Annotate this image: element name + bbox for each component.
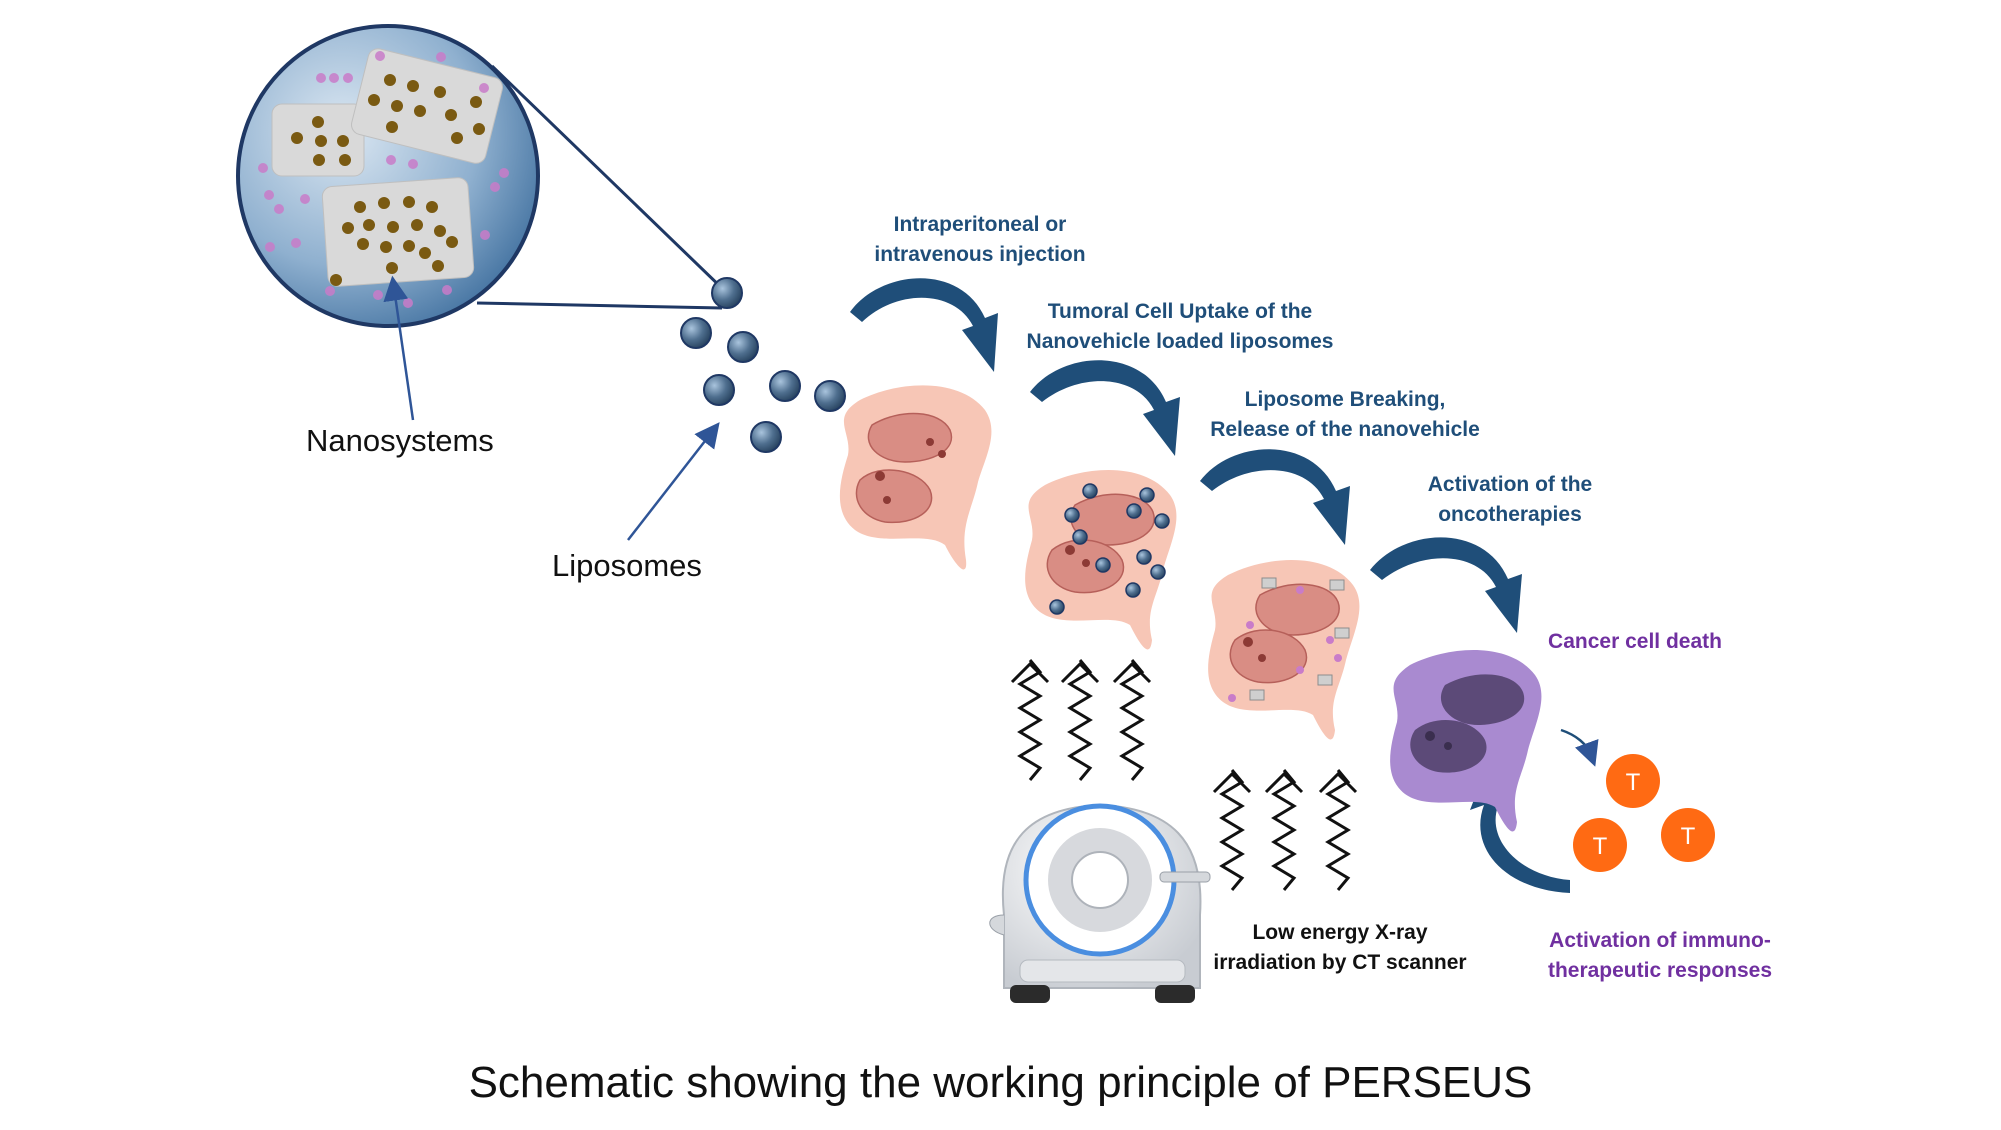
xray-wave-arrow-icon <box>1060 659 1100 781</box>
step-release-label: Liposome Breaking, Release of the nanove… <box>1190 385 1500 446</box>
immuno-line1: Activation of immuno- <box>1549 929 1771 952</box>
small-arrow-icon <box>1560 728 1599 767</box>
step-activation-line1: Activation of the <box>1427 473 1593 496</box>
liposome-sphere-icon <box>680 317 712 349</box>
curved-arrow-icon <box>1200 449 1350 545</box>
dead-cancer-cell-icon <box>1390 650 1542 832</box>
t-cell-icon: T <box>1661 808 1715 862</box>
xray-wave-arrow-icon <box>1212 769 1252 891</box>
nanosystems-pointer-arrow <box>383 275 415 421</box>
immuno-response-label: Activation of immuno- therapeutic respon… <box>1530 926 1790 987</box>
liposomes-label: Liposomes <box>552 548 702 583</box>
liposome-sphere-icon <box>727 331 759 363</box>
step-release-line2: Release of the nanovehicle <box>1210 418 1480 442</box>
step-injection-line1: Intraperitoneal or <box>893 213 1067 236</box>
xray-irradiation-label: Low energy X-ray irradiation by CT scann… <box>1195 918 1485 979</box>
curved-arrow-icon <box>850 278 998 372</box>
nanosystems-label: Nanosystems <box>306 423 494 458</box>
cancer-cell-icon <box>1208 560 1360 740</box>
xray-waves-upper <box>1010 659 1152 781</box>
liposome-sphere-icon <box>703 374 735 406</box>
step-uptake-line2: Nanovehicle loaded liposomes <box>1026 330 1334 354</box>
step-uptake-label: Tumoral Cell Uptake of the Nanovehicle l… <box>1010 297 1350 358</box>
liposome-sphere-icon <box>750 421 782 453</box>
t-cell-label: T <box>1626 769 1641 796</box>
liposome-sphere-icon <box>769 370 801 402</box>
t-cell-label: T <box>1681 823 1696 850</box>
t-cells: T T T <box>1573 754 1715 872</box>
xray-wave-arrow-icon <box>1010 659 1050 781</box>
t-cell-icon: T <box>1573 818 1627 872</box>
step-injection-label: Intraperitoneal or intravenous injection <box>850 210 1110 271</box>
step-activation-line2: oncotherapies <box>1438 503 1582 527</box>
cancer-cell-icon <box>1025 470 1177 650</box>
xray-line1: Low energy X-ray <box>1252 921 1428 944</box>
xray-wave-arrow-icon <box>1112 659 1152 781</box>
xray-wave-arrow-icon <box>1318 769 1358 891</box>
xray-waves-lower <box>1212 769 1358 891</box>
ct-scanner-icon <box>989 803 1211 1003</box>
liposomes-pointer-arrow <box>627 422 720 541</box>
zoom-circle-icon <box>236 24 729 328</box>
figure-caption: Schematic showing the working principle … <box>468 1058 1533 1107</box>
xray-line2: irradiation by CT scanner <box>1213 951 1467 975</box>
step-uptake-line1: Tumoral Cell Uptake of the <box>1047 300 1313 323</box>
liposome-sphere-icon <box>814 380 846 412</box>
liposome-sphere-icon <box>711 277 743 309</box>
cancer-cell-icon <box>839 385 992 570</box>
curved-arrow-icon <box>1030 360 1180 456</box>
step-release-line1: Liposome Breaking, <box>1244 388 1446 411</box>
immuno-line2: therapeutic responses <box>1547 959 1773 983</box>
t-cell-icon: T <box>1606 754 1660 808</box>
curved-arrow-icon <box>1370 537 1522 633</box>
step-activation-label: Activation of the oncotherapies <box>1380 470 1640 531</box>
xray-wave-arrow-icon <box>1264 769 1304 891</box>
step-injection-line2: intravenous injection <box>874 243 1086 267</box>
liposome-spheres <box>680 277 846 453</box>
cancer-cell-death-label: Cancer cell death <box>1548 630 1722 653</box>
t-cell-label: T <box>1593 833 1608 860</box>
